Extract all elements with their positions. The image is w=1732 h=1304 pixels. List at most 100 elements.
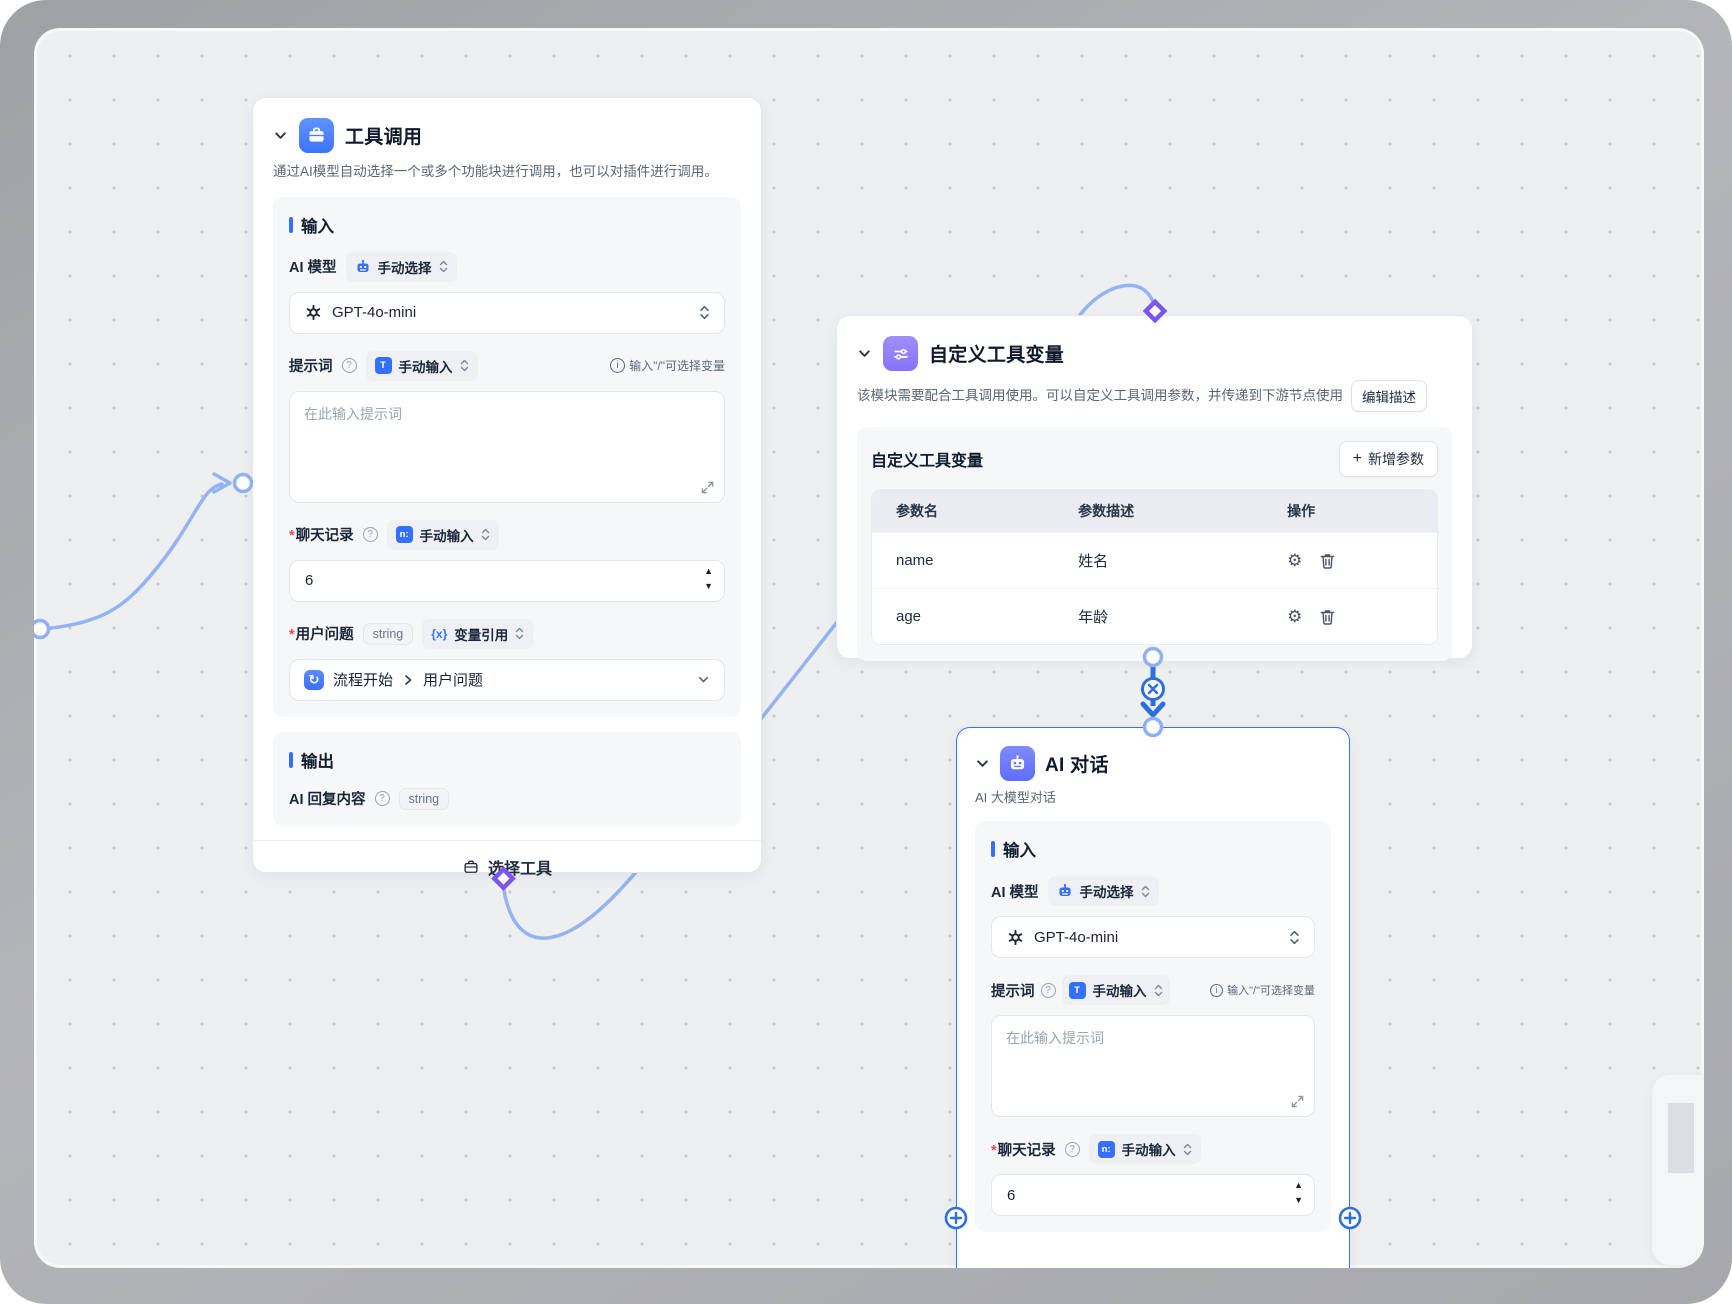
param-desc: 姓名 (1064, 532, 1274, 588)
help-icon: ? (1040, 982, 1056, 998)
sliders-icon (883, 336, 918, 371)
question-mode-select[interactable]: {x} 变量引用 (422, 618, 534, 649)
model-mode-label: 手动选择 (377, 260, 432, 276)
updown-chevron-icon (1154, 984, 1162, 996)
model-select[interactable]: GPT-4o-mini (289, 291, 725, 334)
robot-icon (1059, 883, 1071, 896)
history-label: *聊天记录 (289, 528, 354, 545)
stepper-down-icon[interactable]: ▼ (1294, 1195, 1303, 1205)
collapse-chevron-icon[interactable] (273, 128, 288, 143)
model-mode-select[interactable]: 手动选择 (1047, 876, 1159, 906)
info-icon: i (610, 358, 626, 374)
prompt-mode-label: 手动输入 (398, 359, 453, 375)
ai-model-label: AI 模型 (289, 260, 337, 277)
text-input-icon: T (1068, 981, 1086, 999)
gear-icon[interactable]: ⚙ (1287, 607, 1303, 626)
question-label: *用户问题 (289, 627, 354, 644)
edge-arrowhead (1140, 701, 1166, 718)
help-icon: ? (341, 358, 357, 374)
question-field: 用户问题 (423, 672, 484, 690)
robot-icon (1000, 746, 1035, 781)
expand-icon[interactable] (1291, 1095, 1304, 1108)
stepper-up-icon[interactable]: ▲ (704, 565, 713, 576)
collapse-chevron-icon[interactable] (857, 346, 872, 361)
chevron-down-icon (698, 676, 709, 683)
ai-model-label: AI 模型 (991, 884, 1039, 901)
vars-panel: 自定义工具变量 +新增参数 参数名 参数描述 操作 name 姓名 (857, 427, 1452, 661)
node-title: 自定义工具变量 (929, 345, 1065, 366)
question-source: 流程开始 (333, 672, 394, 690)
node-subtitle: AI 大模型对话 (975, 790, 1056, 805)
col-param-desc: 参数描述 (1064, 490, 1274, 532)
variable-icon: {x} (431, 626, 448, 641)
toolbox-icon (299, 118, 334, 153)
select-tool-button[interactable]: 选择工具 (253, 839, 761, 881)
updown-chevron-icon (700, 305, 709, 320)
plus-icon: + (1352, 450, 1362, 467)
chevron-right-icon (405, 674, 412, 685)
prompt-textarea[interactable] (290, 391, 724, 502)
prompt-mode-select[interactable]: T 手动输入 (1061, 975, 1170, 1005)
input-panel: 输入 AI 模型 手动选择 GPT-4o-mini 提示词 ? T (273, 196, 741, 717)
prompt-textarea-wrap (289, 390, 725, 503)
model-mode-select[interactable]: 手动选择 (345, 251, 457, 282)
prompt-textarea[interactable] (992, 1016, 1314, 1116)
question-mode-label: 变量引用 (454, 627, 509, 643)
node-description: 该模块需要配合工具调用使用。可以自定义工具调用参数，并传递到下游节点使用 (857, 388, 1343, 404)
section-bar (991, 841, 995, 857)
history-input[interactable] (289, 559, 725, 602)
edge-incoming-arrow (212, 472, 232, 494)
history-icon: n: (1097, 1140, 1115, 1158)
model-select[interactable]: GPT-4o-mini (991, 916, 1315, 958)
help-icon: ? (1064, 1141, 1080, 1157)
table-row: name 姓名 ⚙ (872, 532, 1437, 588)
node-title: 工具调用 (345, 127, 423, 148)
section-bar (289, 751, 293, 768)
history-label: *聊天记录 (991, 1142, 1056, 1159)
expand-icon[interactable] (701, 481, 714, 494)
prompt-label: 提示词 (991, 983, 1035, 1000)
prompt-mode-select[interactable]: T 手动输入 (365, 350, 478, 381)
table-row: age 年龄 ⚙ (872, 588, 1437, 644)
type-badge: string (362, 622, 414, 645)
openai-icon (1008, 929, 1023, 945)
node-tool-call[interactable]: 工具调用 通过AI模型自动选择一个或多个功能块进行调用，也可以对插件进行调用。 … (252, 97, 762, 878)
prompt-textarea-wrap (991, 1015, 1315, 1117)
node-ai-chat[interactable]: AI 对话 AI 大模型对话 输入 AI 模型 手动选择 GPT-4o-mini… (956, 727, 1350, 1268)
updown-chevron-icon (481, 528, 489, 541)
input-panel: 输入 AI 模型 手动选择 GPT-4o-mini 提示词 ? T (975, 821, 1331, 1232)
prompt-label: 提示词 (289, 359, 333, 376)
history-mode-select[interactable]: n: 手动输入 (1088, 1134, 1201, 1164)
trash-icon[interactable] (1320, 553, 1335, 569)
trash-icon[interactable] (1320, 609, 1335, 625)
output-name: AI 回复内容 (289, 792, 366, 809)
param-name: age (872, 588, 1065, 644)
collapse-chevron-icon[interactable] (975, 756, 990, 771)
question-ref-select[interactable]: ↻ 流程开始 用户问题 (289, 658, 725, 701)
param-desc: 年龄 (1064, 588, 1274, 644)
edge-delete-button[interactable] (1141, 677, 1165, 701)
history-input[interactable] (991, 1174, 1315, 1216)
col-ops: 操作 (1273, 490, 1437, 532)
node-custom-vars[interactable]: 自定义工具变量 该模块需要配合工具调用使用。可以自定义工具调用参数，并传递到下游… (836, 315, 1473, 661)
history-mode-select[interactable]: n: 手动输入 (386, 519, 499, 550)
briefcase-icon (464, 860, 478, 873)
info-icon: i (1210, 983, 1224, 997)
updown-chevron-icon (460, 359, 468, 372)
stepper-down-icon[interactable]: ▼ (704, 580, 713, 591)
output-section-label: 输出 (301, 752, 334, 771)
flow-canvas[interactable]: 工具调用 通过AI模型自动选择一个或多个功能块进行调用，也可以对插件进行调用。 … (34, 28, 1704, 1268)
param-name: name (872, 532, 1065, 588)
gear-icon[interactable]: ⚙ (1287, 551, 1303, 570)
edit-description-button[interactable]: 编辑描述 (1351, 380, 1427, 412)
history-icon: n: (395, 526, 413, 544)
add-param-button[interactable]: +新增参数 (1338, 441, 1438, 477)
robot-icon (357, 259, 369, 272)
tool-call-input-port[interactable] (232, 472, 254, 494)
required-asterisk: * (289, 627, 295, 644)
edge-source-port[interactable] (34, 618, 51, 640)
updown-chevron-icon (1183, 1143, 1191, 1155)
stepper-up-icon[interactable]: ▲ (1294, 1180, 1303, 1190)
